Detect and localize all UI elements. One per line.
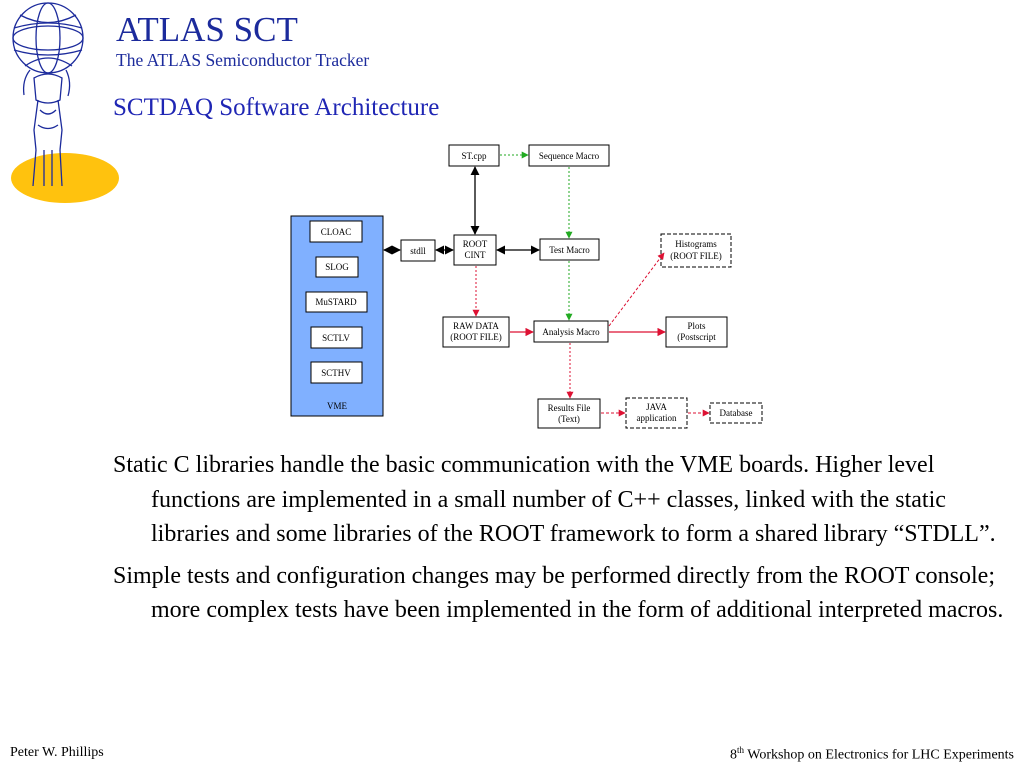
- slide-heading: SCTDAQ Software Architecture: [113, 94, 440, 121]
- node-plots: Plots (Postscript: [665, 316, 728, 348]
- node-stdll: stdll: [400, 239, 436, 262]
- svg-text:Histograms: Histograms: [675, 239, 717, 249]
- svg-text:(Postscript: (Postscript: [677, 332, 716, 342]
- footer-event-ordinal: 8: [729, 747, 737, 763]
- svg-text:Analysis Macro: Analysis Macro: [542, 327, 600, 337]
- node-sequence-macro: Sequence Macro: [528, 144, 610, 167]
- vme-label: VME: [327, 401, 348, 411]
- node-root-cint: ROOT CINT: [453, 234, 497, 266]
- footer-event: 8th Workshop on Electronics for LHC Expe…: [730, 745, 1014, 764]
- slide-subtitle: The ATLAS Semiconductor Tracker: [116, 50, 370, 70]
- svg-text:Plots: Plots: [687, 321, 706, 331]
- footer-event-name: Workshop on Electronics for LHC Experime…: [743, 747, 1014, 763]
- library-sctlv: SCTLV: [310, 326, 363, 349]
- node-analysis-macro: Analysis Macro: [533, 320, 609, 343]
- node-database: Database: [709, 402, 763, 424]
- svg-text:(ROOT FILE): (ROOT FILE): [450, 332, 502, 342]
- library-slog: SLOG: [315, 256, 359, 278]
- footer-event-ordinal-suffix: th: [736, 745, 744, 755]
- svg-text:RAW DATA: RAW DATA: [453, 321, 499, 331]
- svg-text:(ROOT FILE): (ROOT FILE): [670, 251, 722, 261]
- svg-text:MuSTARD: MuSTARD: [315, 297, 357, 307]
- paragraph-static-libraries: Static C libraries handle the basic comm…: [113, 452, 996, 547]
- node-histograms: Histograms (ROOT FILE): [660, 233, 732, 268]
- library-cloac: CLOAC: [309, 220, 363, 243]
- body-text: Static C libraries handle the basic comm…: [113, 448, 1013, 635]
- svg-text:ROOT: ROOT: [463, 239, 488, 249]
- svg-text:JAVA: JAVA: [646, 402, 667, 412]
- node-results-file: Results File (Text): [537, 398, 601, 429]
- library-mustard: MuSTARD: [305, 291, 368, 313]
- slide-title: ATLAS SCT: [116, 10, 298, 49]
- vme-crate: VME: [290, 215, 384, 417]
- svg-text:stdll: stdll: [410, 246, 426, 256]
- svg-text:(Text): (Text): [558, 414, 580, 424]
- svg-text:SLOG: SLOG: [325, 262, 349, 272]
- node-st-cpp: ST.cpp: [448, 144, 500, 167]
- svg-text:SCTHV: SCTHV: [321, 368, 351, 378]
- node-test-macro: Test Macro: [539, 238, 600, 261]
- svg-text:ST.cpp: ST.cpp: [461, 151, 487, 161]
- svg-text:CLOAC: CLOAC: [321, 227, 352, 237]
- library-scthv: SCTHV: [310, 361, 363, 384]
- paragraph-root-console: Simple tests and configuration changes m…: [113, 562, 1004, 624]
- arrow-analysis-histograms: [608, 252, 665, 327]
- svg-text:Test Macro: Test Macro: [549, 245, 590, 255]
- svg-text:Results File: Results File: [548, 403, 591, 413]
- svg-text:application: application: [637, 413, 677, 423]
- atlas-logo: [11, 2, 119, 203]
- svg-text:Database: Database: [720, 408, 753, 418]
- node-java-application: JAVA application: [625, 397, 688, 429]
- footer-author: Peter W. Phillips: [10, 745, 104, 760]
- architecture-diagram: VME CLOAC SLOG MuSTARD SCTLV SCTHV stdll…: [290, 144, 763, 429]
- svg-text:CINT: CINT: [465, 250, 486, 260]
- svg-text:Sequence Macro: Sequence Macro: [539, 151, 600, 161]
- node-raw-data: RAW DATA (ROOT FILE): [442, 316, 510, 348]
- svg-text:SCTLV: SCTLV: [322, 333, 350, 343]
